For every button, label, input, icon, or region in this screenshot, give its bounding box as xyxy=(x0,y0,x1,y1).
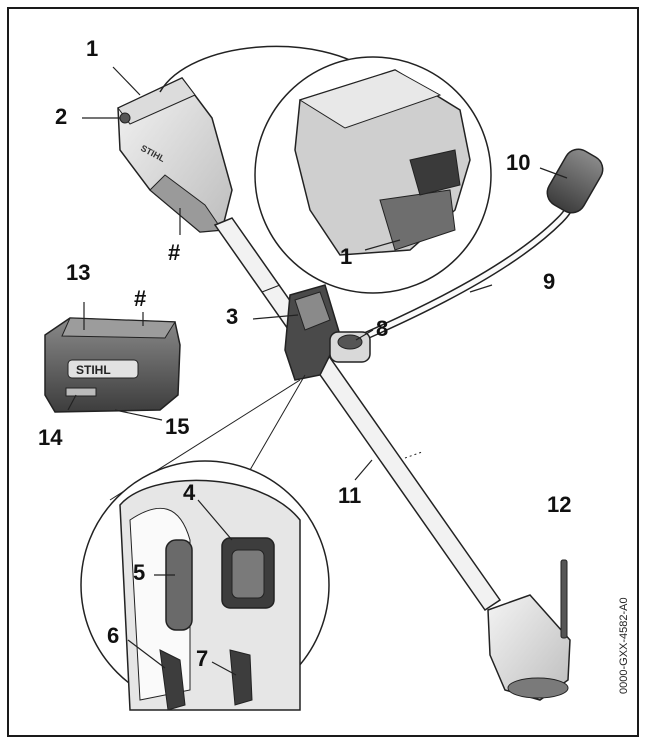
battery-pack: STIHL xyxy=(44,317,181,413)
callout-5: 5 xyxy=(133,560,146,585)
callout-13: 13 xyxy=(66,260,91,285)
led-indicator xyxy=(119,112,131,124)
mowing-head xyxy=(487,594,571,701)
callout-12: 12 xyxy=(547,492,572,517)
callout-14: 14 xyxy=(38,425,63,450)
detail-magnifier-top xyxy=(254,56,492,294)
callout-7: 7 xyxy=(196,646,209,671)
detail-magnifier-bottom xyxy=(80,460,330,711)
callout-15: 15 xyxy=(165,414,190,439)
charge-led-indicators xyxy=(65,387,97,397)
callout-3: 3 xyxy=(226,304,239,329)
handle-grip xyxy=(546,148,604,214)
mowing-line xyxy=(560,559,568,639)
battery-label xyxy=(67,359,139,379)
trigger-interlock xyxy=(229,649,253,706)
callout-2: 2 xyxy=(55,104,68,129)
battery-compartment-housing: STIHL xyxy=(117,77,233,233)
callout-1-detail: 1 xyxy=(340,244,353,269)
callout-6: 6 xyxy=(107,623,120,648)
drawing-code: 0000-GXX-4582-A0 xyxy=(618,597,630,694)
callout-4: 4 xyxy=(183,480,196,505)
callout-11: 11 xyxy=(338,483,362,508)
callout-10: 10 xyxy=(506,150,531,175)
callout-leaders xyxy=(67,66,568,676)
callout-hash-housing: # xyxy=(168,240,181,265)
callout-1-housing: 1 xyxy=(86,36,99,61)
callout-hash-battery: # xyxy=(134,286,147,311)
control-handle xyxy=(284,284,371,381)
lock-button-face xyxy=(231,549,265,599)
switching-lever xyxy=(159,649,186,711)
thumb-wheel xyxy=(165,539,193,631)
callout-9: 9 xyxy=(543,269,556,294)
callout-8: 8 xyxy=(376,316,389,341)
battery-brand-text: STIHL xyxy=(76,363,111,377)
wing-screw xyxy=(337,334,363,350)
